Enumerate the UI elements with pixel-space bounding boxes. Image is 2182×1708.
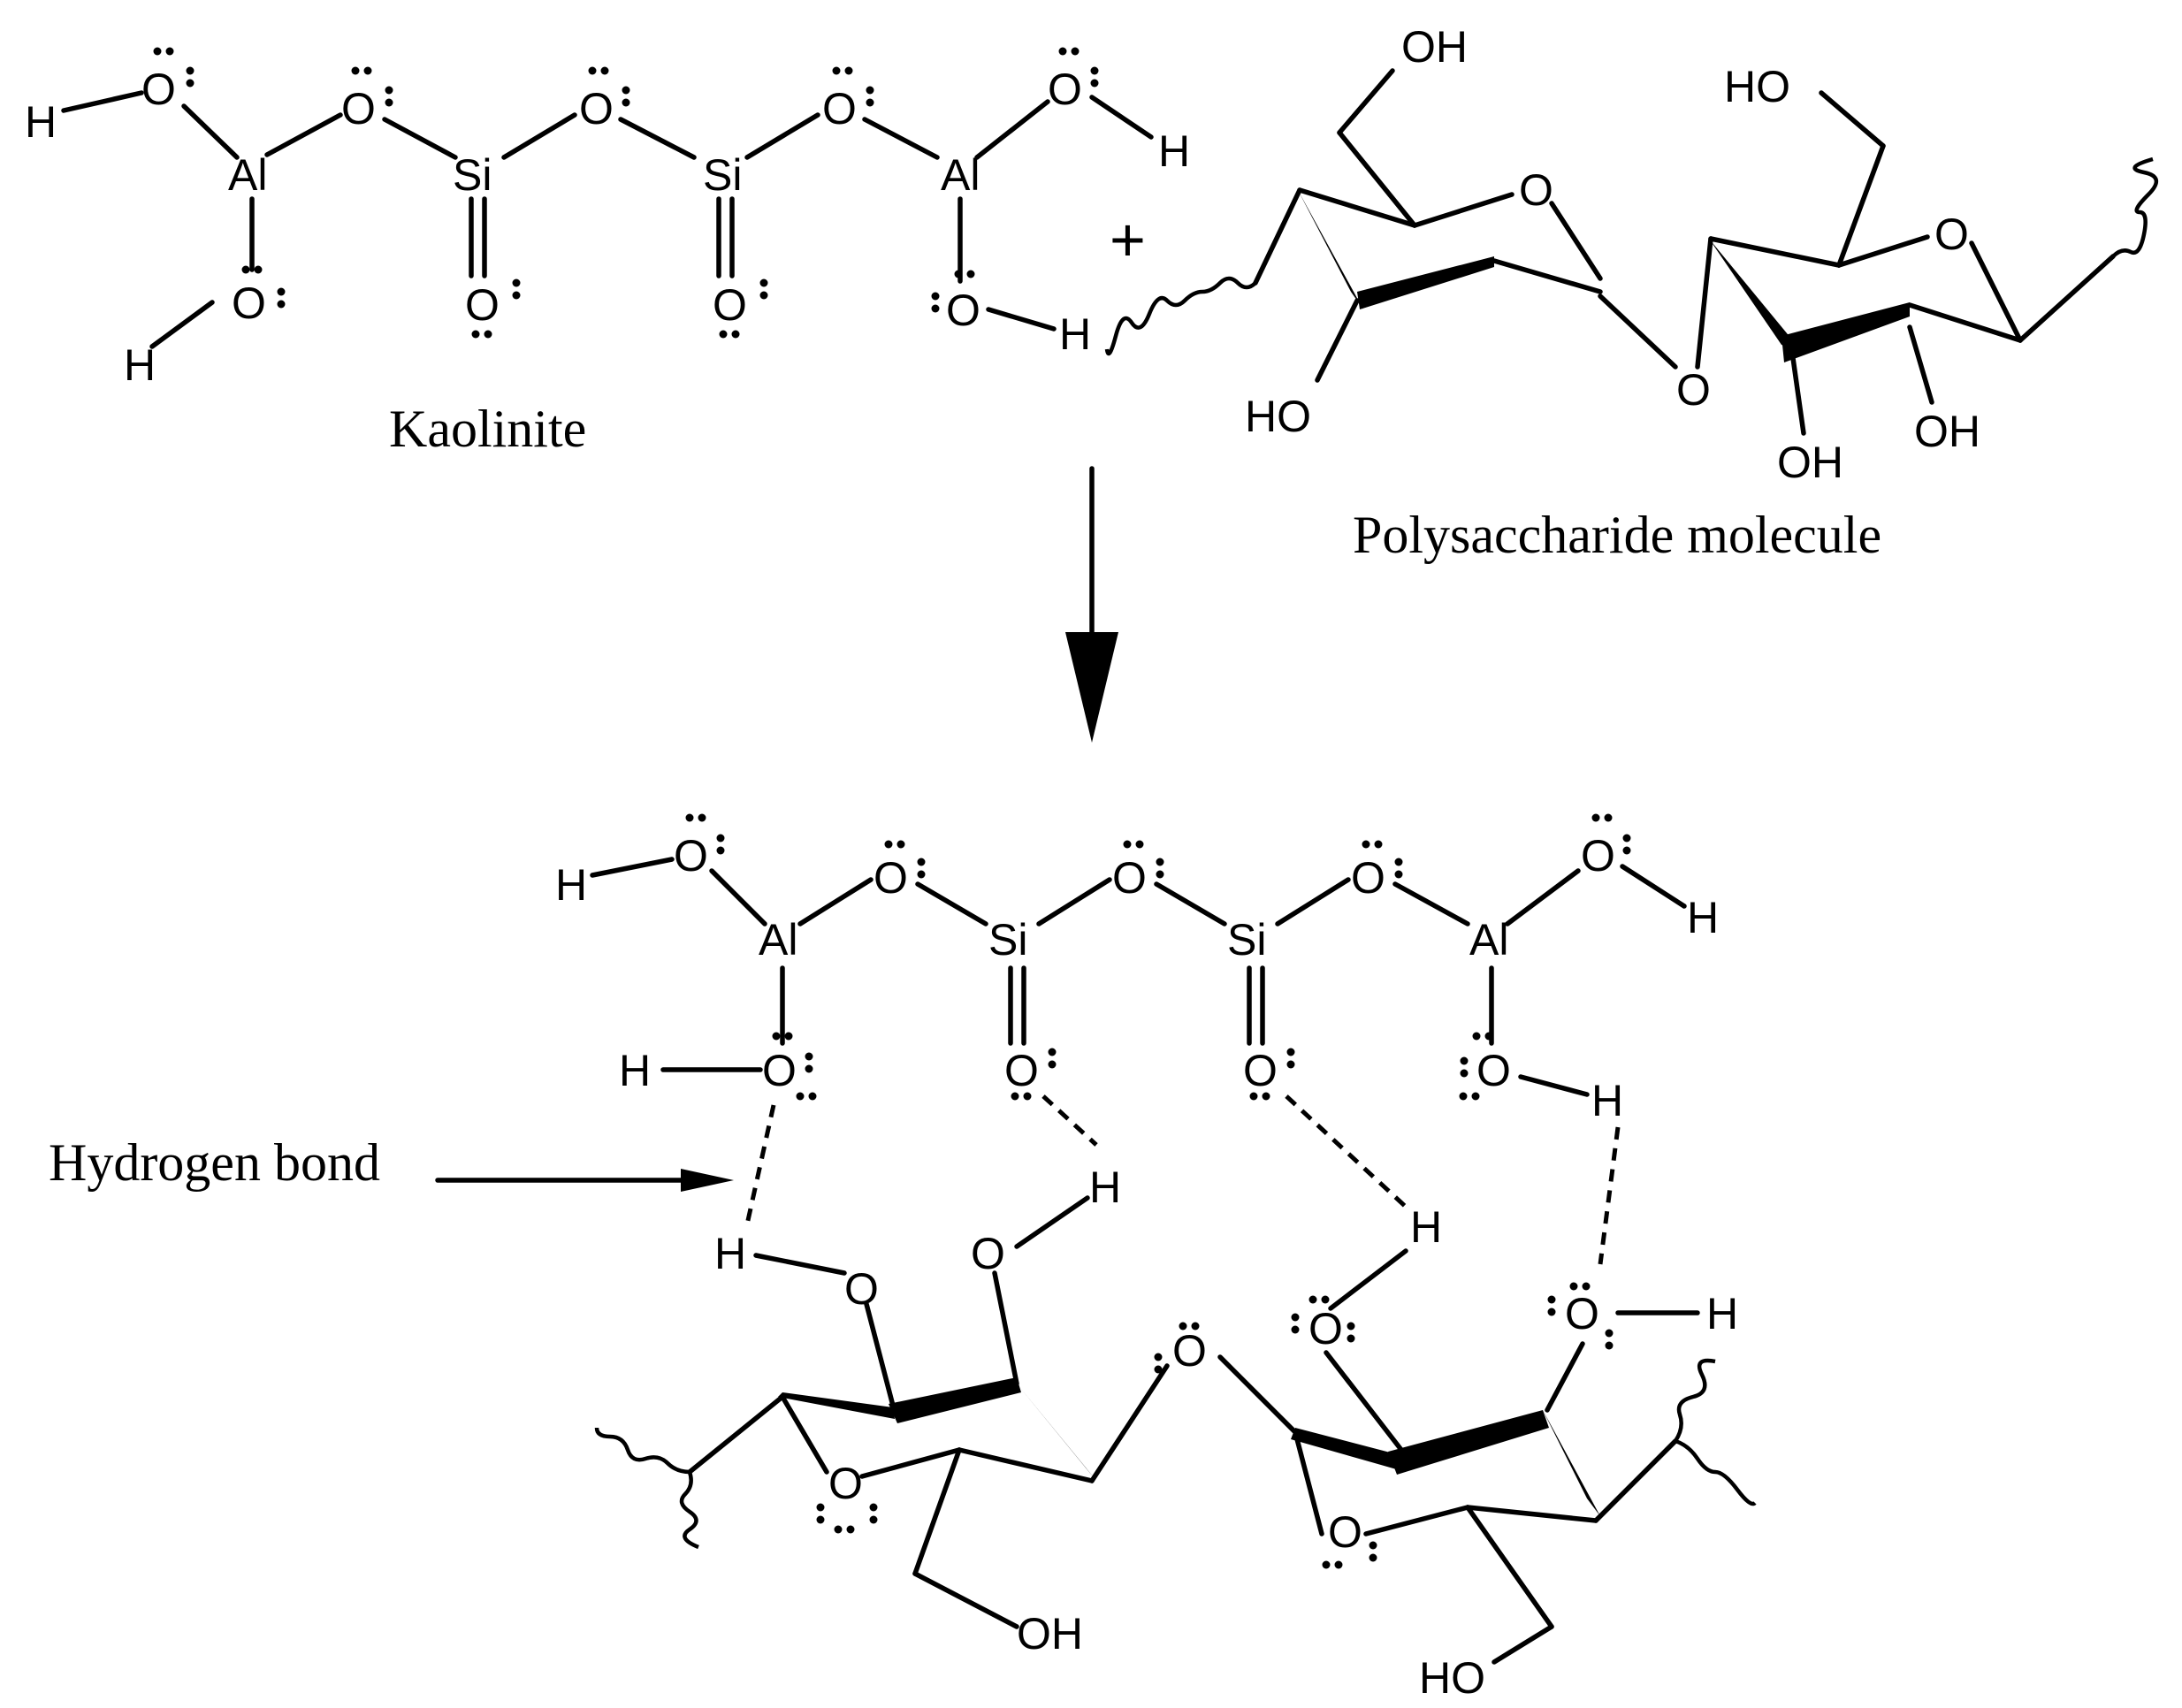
atom-oh: OH (1401, 22, 1468, 72)
atom-o: O (1351, 853, 1385, 903)
atom-o: O (874, 853, 908, 903)
atom-h: H (1410, 1202, 1442, 1252)
atom-h: H (1706, 1289, 1738, 1338)
atom-h: H (25, 97, 57, 147)
atom-si: Si (453, 150, 492, 200)
atom-ho: HO (1245, 392, 1311, 441)
atom-h: H (124, 340, 156, 390)
atom-o: O (579, 84, 614, 133)
atom-o: O (141, 65, 176, 114)
atom-h: H (1687, 893, 1719, 942)
atom-si: Si (1227, 915, 1266, 965)
atom-al: Al (759, 915, 797, 965)
polysaccharide-label: Polysaccharide molecule (1353, 506, 1881, 564)
lone-pairs (685, 813, 1631, 1101)
atom-si: Si (988, 915, 1027, 965)
atom-o: O (822, 84, 857, 133)
atom-ho: HO (1724, 62, 1790, 111)
atom-o: O (1476, 1046, 1511, 1095)
atom-o: O (1308, 1304, 1343, 1353)
atom-al: Al (228, 150, 267, 200)
atom-o: O (713, 280, 747, 330)
hydrogen-bond-callout: Hydrogen bond (49, 1133, 734, 1192)
atom-h: H (1158, 126, 1190, 176)
atom-oh: OH (1777, 438, 1843, 487)
atom-o: O (1565, 1289, 1599, 1338)
reaction-arrow (1065, 466, 1118, 743)
atom-h: H (1591, 1076, 1623, 1125)
atom-o: O (1004, 1046, 1039, 1095)
atom-h: H (714, 1229, 746, 1278)
atom-o: O (1048, 65, 1082, 114)
atom-oh: OH (1914, 407, 1980, 456)
atom-h: H (1089, 1163, 1121, 1212)
atom-o: O (1328, 1507, 1362, 1557)
kaolinite-structure: H O Al O Si O Si O Al O H O H O O O H (25, 47, 1190, 458)
atom-o: O (828, 1459, 863, 1508)
atom-o: O (1243, 1046, 1278, 1095)
atom-o: O (844, 1264, 879, 1314)
atom-oh: OH (1017, 1609, 1083, 1658)
polysaccharide-bound-structure: H O O H O O H O H O OH O HO (594, 1163, 1757, 1703)
kaolinite-label: Kaolinite (389, 400, 586, 458)
atom-h: H (1059, 309, 1091, 359)
atom-si: Si (703, 150, 742, 200)
atom-o: O (762, 1046, 797, 1095)
atom-o: O (465, 280, 500, 330)
polysaccharide-structure: OH O HO O HO O OH OH Polysaccharide mole… (1104, 22, 2158, 564)
atom-o: O (1581, 831, 1615, 881)
atom-o: O (971, 1229, 1005, 1278)
lone-pairs (816, 1282, 1614, 1569)
atom-h: H (555, 860, 587, 910)
atom-ho: HO (1419, 1653, 1485, 1703)
atom-o: O (1934, 210, 1969, 259)
atom-o: O (1172, 1326, 1207, 1376)
atom-o: O (341, 84, 376, 133)
atom-o: O (1519, 165, 1553, 215)
kaolinite-bound-structure: H O Al O Si O Si O Al O H H O O O O H (555, 813, 1719, 1265)
atom-o: O (674, 831, 708, 881)
atom-h: H (619, 1046, 651, 1095)
atom-al: Al (1469, 915, 1508, 965)
lone-pairs (153, 47, 1099, 339)
atom-al: Al (941, 150, 980, 200)
atom-o: O (946, 286, 980, 335)
atom-o: O (232, 278, 266, 328)
hydrogen-bond-label: Hydrogen bond (49, 1133, 380, 1192)
plus-sign: + (1110, 205, 1146, 274)
atom-o: O (1676, 365, 1711, 415)
atom-o: O (1112, 853, 1147, 903)
